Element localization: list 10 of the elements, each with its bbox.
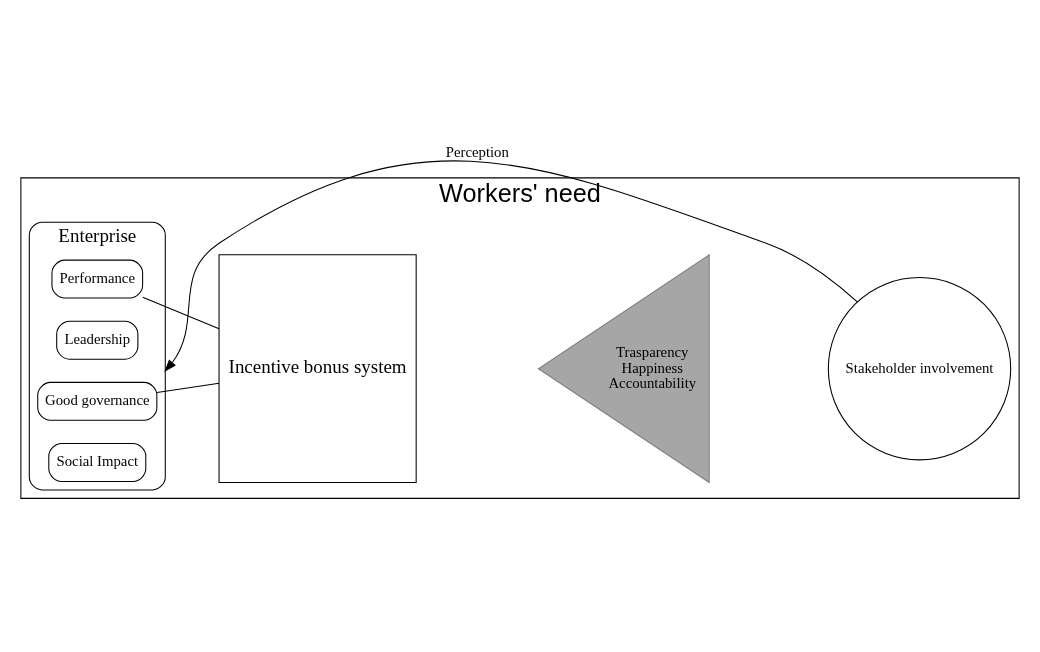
node-box: Performance bbox=[51, 259, 144, 299]
arrow bbox=[164, 160, 858, 372]
node-box: Social Impact bbox=[48, 443, 147, 482]
node-box: Incentive bonus system bbox=[218, 254, 417, 484]
edge-label: Perception bbox=[445, 144, 509, 161]
connector bbox=[142, 296, 220, 330]
node-box: Good governance bbox=[37, 381, 158, 421]
node-circle: Stakeholder involvement bbox=[827, 277, 1012, 461]
connector bbox=[156, 382, 220, 394]
node-box: Leadership bbox=[56, 320, 139, 360]
